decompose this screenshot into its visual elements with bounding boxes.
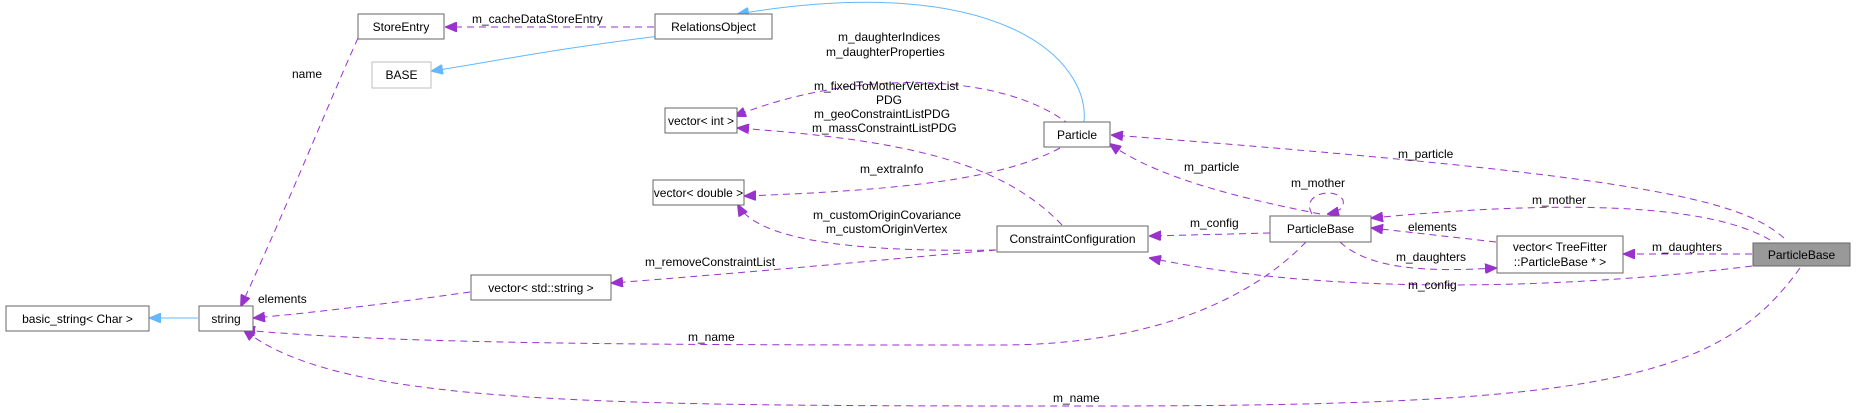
edge-particlebase-tf-to-string [244, 267, 1801, 407]
edge-relations-object-to-base [432, 35, 661, 71]
node-label: vector< std::string > [488, 281, 593, 295]
edge-label-m-customorigincovariance: m_customOriginCovariance [813, 208, 961, 222]
edge-label-m-daughters-mid: m_daughters [1396, 250, 1466, 264]
node-label-line2: ::ParticleBase * > [1514, 255, 1606, 269]
node-label: Particle [1057, 128, 1097, 142]
edge-particlebase-to-particle [1110, 144, 1321, 215]
node-string[interactable]: string [198, 305, 254, 332]
edge-label-m-daughterproperties: m_daughterProperties [826, 45, 945, 59]
edge-vector-string-to-string [254, 291, 471, 318]
edge-store-entry-to-string [241, 37, 359, 306]
edge-label-m-mother-loop: m_mother [1291, 176, 1345, 190]
edge-label-m-config-mid: m_config [1190, 216, 1239, 230]
node-label: BASE [385, 68, 417, 82]
edge-particlebase-to-vector-tf [1339, 241, 1496, 270]
edge-label-m-customoriginvertex: m_customOriginVertex [826, 222, 947, 236]
edge-particle-to-vector-int [735, 82, 1071, 126]
edges [150, 1, 1801, 407]
edge-particlebase-to-constraint-config [1150, 233, 1271, 236]
node-vector-std-string[interactable]: vector< std::string > [470, 274, 612, 301]
node-basic-string-char[interactable]: basic_string< Char > [5, 305, 150, 332]
edge-label-m-name-bottom: m_name [1053, 391, 1100, 405]
edge-label-elements-tf: elements [1408, 220, 1457, 234]
edge-vector-tf-to-particlebase [1372, 228, 1497, 243]
edge-label-m-daughterindices: m_daughterIndices [838, 30, 940, 44]
edge-label-m-config-bottom: m_config [1408, 278, 1457, 292]
node-label: vector< double > [654, 186, 743, 200]
edge-particle-to-vector-double [745, 147, 1061, 196]
node-label: ParticleBase [1768, 248, 1836, 262]
edge-labels: m_particle m_mother m_daughters m_config… [258, 12, 1722, 405]
edge-constraint-config-to-vector-string [612, 249, 997, 283]
edge-particlebase-tf-to-particle [1112, 135, 1785, 239]
edge-label-m-extrainfo: m_extraInfo [860, 162, 924, 176]
node-vector-int[interactable]: vector< int > [664, 107, 738, 134]
edge-label-pdg: PDG [876, 93, 902, 107]
edge-particlebase-self-loop [1309, 192, 1344, 214]
edge-label-m-cachedatastoreentry: m_cacheDataStoreEntry [472, 12, 603, 26]
edge-label-m-daughters-right: m_daughters [1652, 240, 1722, 254]
edge-label-m-particle-right: m_particle [1398, 147, 1454, 161]
node-particlebase[interactable]: ParticleBase [1269, 215, 1372, 243]
edge-label-name-store: name [292, 67, 322, 81]
edge-label-m-fixedtomothervertexlist: m_fixedToMotherVertexList [814, 79, 959, 93]
node-relations-object[interactable]: RelationsObject [654, 13, 773, 40]
edge-label-m-massconstraintlistpdg: m_massConstraintListPDG [812, 121, 957, 135]
node-label: basic_string< Char > [22, 312, 133, 326]
node-label: vector< int > [668, 114, 734, 128]
edge-label-m-mother-right: m_mother [1532, 193, 1586, 207]
node-label: ParticleBase [1287, 222, 1355, 236]
edge-particle-to-relations-object [738, 1, 1085, 123]
node-constraint-configuration[interactable]: ConstraintConfiguration [996, 225, 1149, 253]
node-vector-treefitter-particlebase[interactable]: vector< TreeFitter ::ParticleBase * > [1496, 235, 1624, 274]
nodes: ParticleBase vector< TreeFitter ::Partic… [5, 13, 1851, 332]
node-label: RelationsObject [671, 20, 756, 34]
node-base[interactable]: BASE [371, 61, 432, 89]
node-label-line1: vector< TreeFitter [1513, 240, 1607, 254]
node-vector-double[interactable]: vector< double > [652, 179, 745, 206]
edge-label-elements-string: elements [258, 292, 307, 306]
edge-particlebase-tf-to-particlebase [1372, 206, 1771, 241]
edge-label-m-geoconstraintlistpdg: m_geoConstraintListPDG [814, 107, 950, 121]
node-label: string [211, 312, 240, 326]
node-particlebase-treefitter[interactable]: ParticleBase [1752, 242, 1851, 267]
node-store-entry[interactable]: StoreEntry [357, 13, 445, 40]
edge-particlebase-tf-to-constraint-config [1150, 258, 1753, 286]
edge-label-m-particle-mid: m_particle [1184, 160, 1240, 174]
edge-label-m-removeconstraintlist: m_removeConstraintList [645, 255, 776, 269]
node-label: StoreEntry [373, 20, 430, 34]
node-label: ConstraintConfiguration [1009, 232, 1135, 246]
edge-label-m-name-mid: m_name [688, 330, 735, 344]
node-particle[interactable]: Particle [1043, 121, 1111, 148]
